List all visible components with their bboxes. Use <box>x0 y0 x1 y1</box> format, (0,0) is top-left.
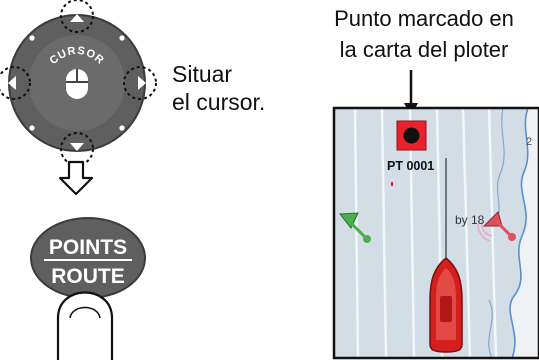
instruction-line-1: Situar <box>172 61 233 87</box>
instruction-text: Situar el cursor. <box>172 60 265 116</box>
cursor-down-arrow[interactable] <box>70 143 84 151</box>
chart-caption: Punto marcado en la carta del ploter <box>304 3 539 65</box>
cursor-pad[interactable]: CURSOR <box>0 0 157 166</box>
vessel-icon <box>429 257 463 353</box>
buoy-label: by 18 <box>455 213 485 227</box>
chart-edge-label: 2 <box>526 136 532 148</box>
mouse-icon <box>66 69 88 99</box>
waypoint-label: PT 0001 <box>387 159 434 173</box>
red-buoy-icon <box>477 211 516 242</box>
cursor-right-arrow[interactable] <box>138 76 146 90</box>
chart-plotter[interactable]: 2 by 18 PT 0001 <box>332 106 539 360</box>
caption-line-2: la carta del ploter <box>339 37 509 62</box>
instruction-line-2: el cursor. <box>172 89 266 115</box>
finger-icon <box>56 291 114 360</box>
points-route-key[interactable]: POINTS ROUTE <box>30 217 146 299</box>
caption-line-1: Punto marcado en <box>334 6 514 31</box>
cursor-up-arrow[interactable] <box>70 14 84 22</box>
waypoint-marker[interactable] <box>396 120 427 151</box>
green-buoy-icon <box>339 212 371 243</box>
route-label: ROUTE <box>51 265 125 288</box>
cursor-left-arrow[interactable] <box>8 76 16 90</box>
down-arrow-icon <box>58 160 94 196</box>
points-label: POINTS <box>49 236 127 259</box>
